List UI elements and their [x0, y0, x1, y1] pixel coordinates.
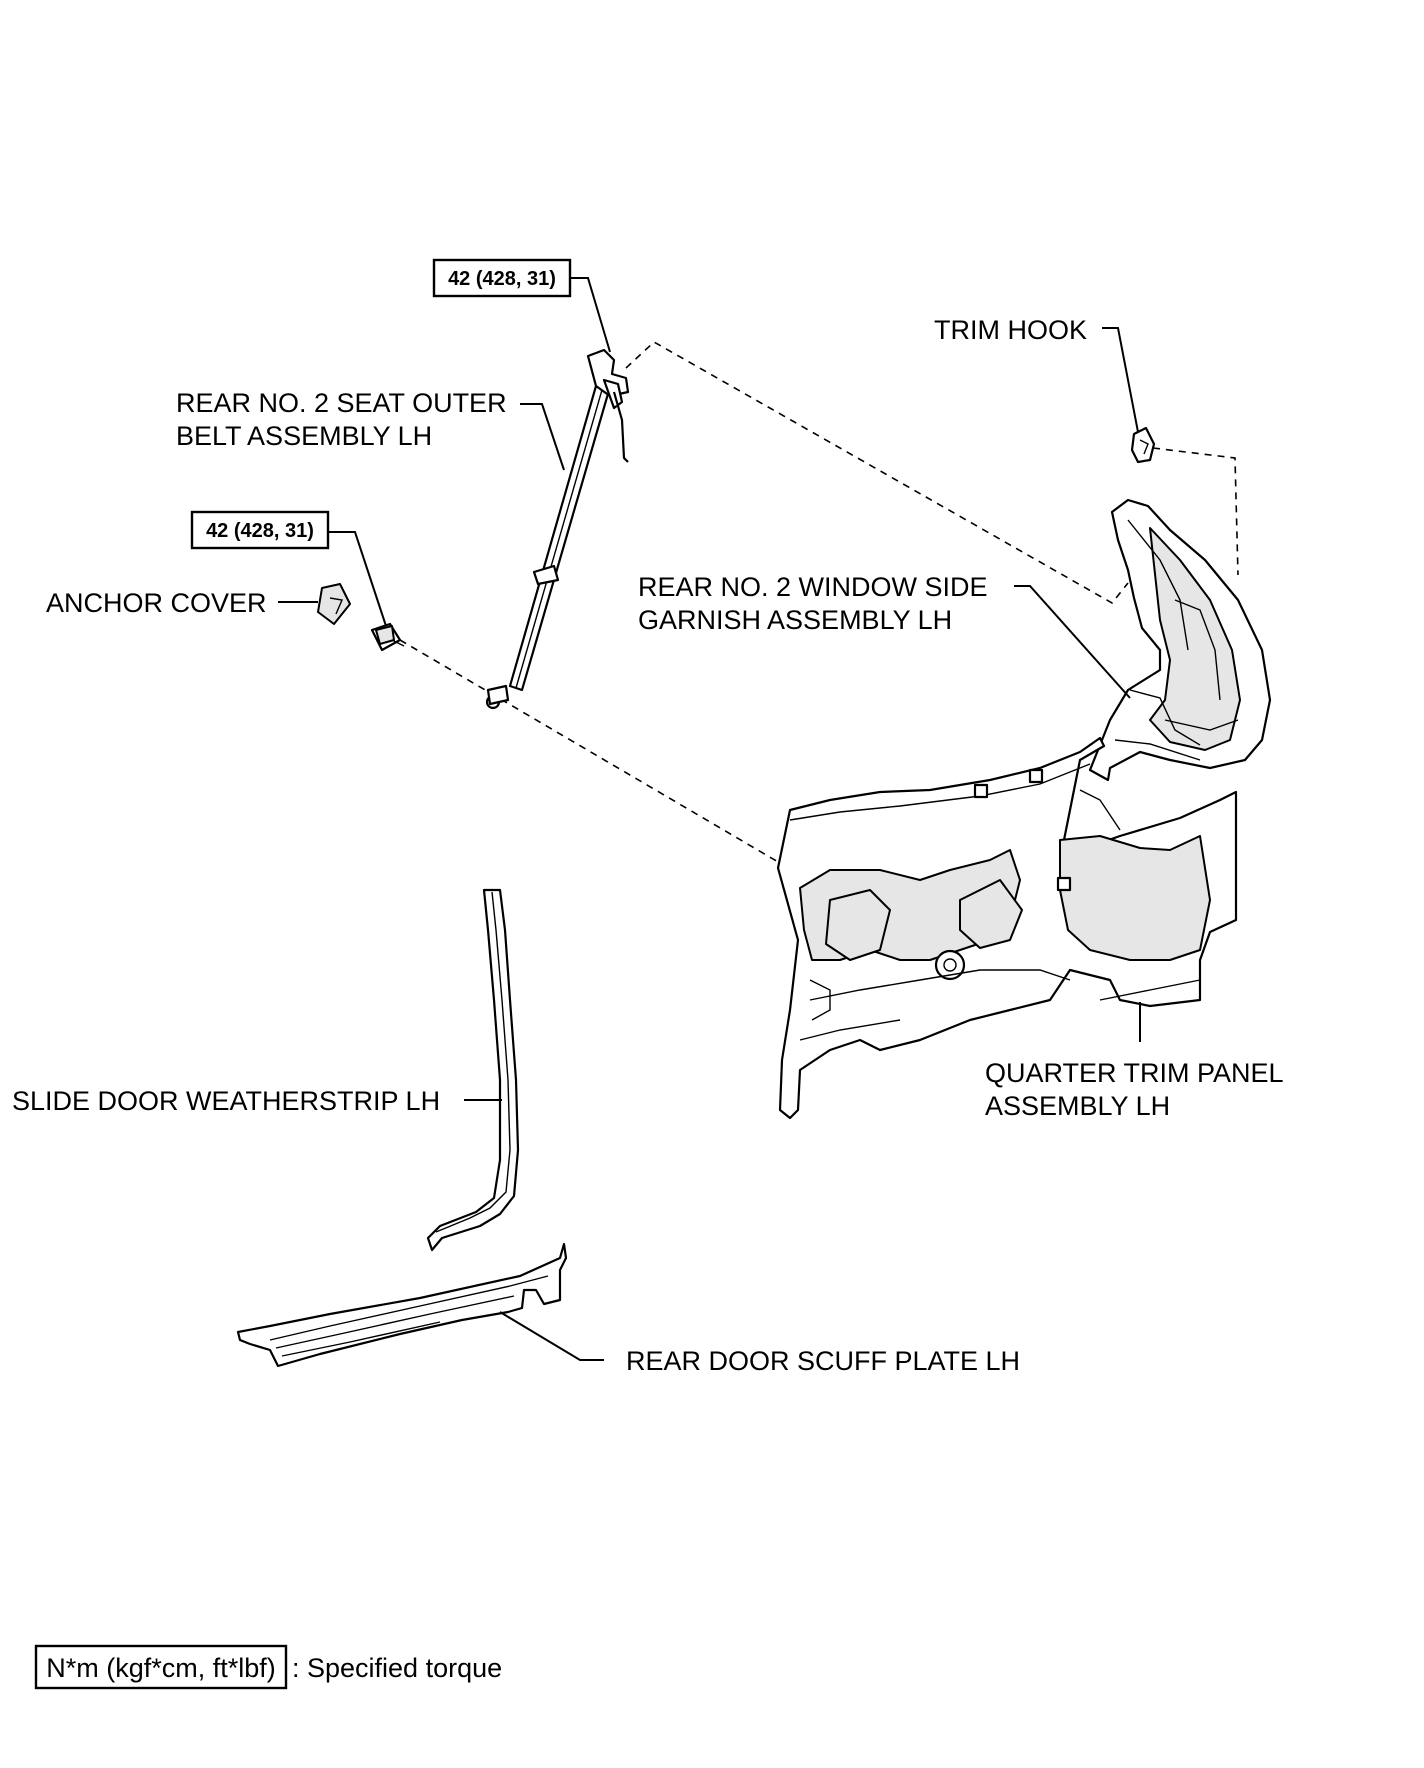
- weatherstrip-part: [426, 888, 520, 1252]
- torque-box-lower: 42 (428, 31): [190, 510, 330, 550]
- scuff-plate-part: [236, 1242, 568, 1368]
- leader-lines: [278, 277, 1141, 1361]
- torque-legend: N*m (kgf*cm, ft*lbf) : Specified torque: [34, 1644, 502, 1690]
- legend-unit: N*m (kgf*cm, ft*lbf): [46, 1653, 276, 1683]
- label-weatherstrip: SLIDE DOOR WEATHERSTRIP LH: [12, 1086, 440, 1116]
- label-quarter-trim-line2: ASSEMBLY LH: [985, 1091, 1170, 1121]
- quarter-trim-panel: [776, 736, 1238, 1120]
- torque-value-lower: 42 (428, 31): [206, 520, 314, 542]
- label-window-garnish-line1: REAR NO. 2 WINDOW SIDE: [638, 572, 988, 602]
- label-scuff-plate: REAR DOOR SCUFF PLATE LH: [626, 1346, 1020, 1376]
- anchor-cover-part: [317, 583, 351, 625]
- trim-hook-part: [1130, 426, 1156, 464]
- label-quarter-trim-line1: QUARTER TRIM PANEL: [985, 1058, 1284, 1088]
- anchor-bolt: [370, 622, 405, 652]
- window-side-garnish: [1088, 498, 1272, 782]
- label-rear-seat-belt-line2: BELT ASSEMBLY LH: [176, 421, 432, 451]
- label-rear-seat-belt-line1: REAR NO. 2 SEAT OUTER: [176, 388, 507, 418]
- label-trim-hook: TRIM HOOK: [934, 315, 1087, 345]
- seat-belt-assembly: [485, 348, 630, 710]
- label-window-garnish-line2: GARNISH ASSEMBLY LH: [638, 605, 952, 635]
- assembly-dashed-lines: [399, 341, 1239, 867]
- torque-box-upper: 42 (428, 31): [432, 258, 572, 298]
- label-anchor-cover: ANCHOR COVER: [46, 588, 267, 618]
- torque-value-upper: 42 (428, 31): [448, 268, 556, 290]
- legend-description: : Specified torque: [292, 1653, 502, 1683]
